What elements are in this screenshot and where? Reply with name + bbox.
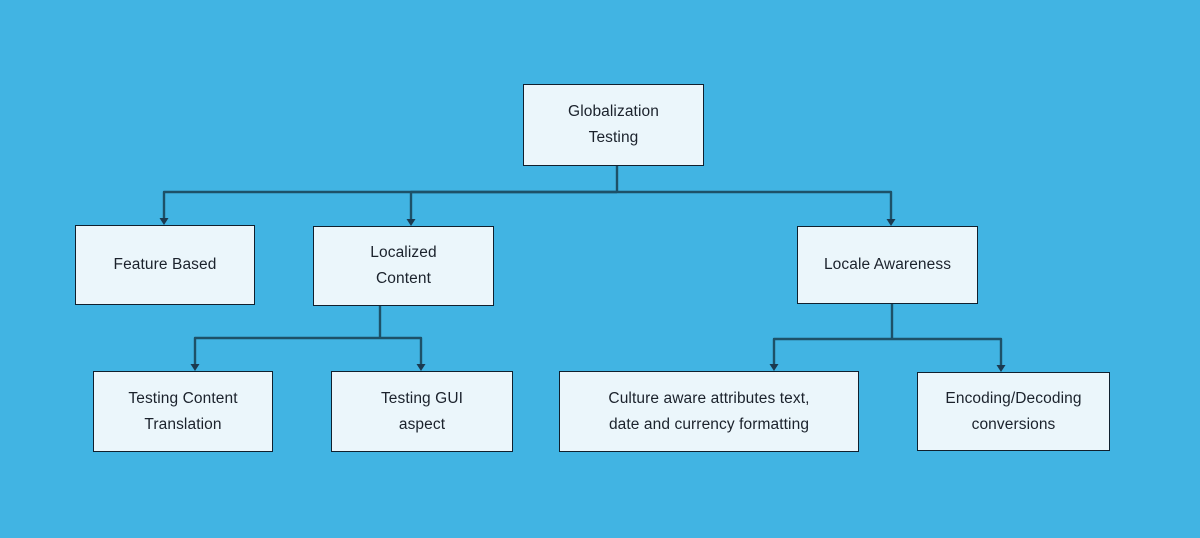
- arrowhead-icon: [159, 218, 169, 225]
- node-encoding-decoding-conversions: Encoding/Decoding conversions: [917, 372, 1110, 451]
- node-testing-gui-aspect: Testing GUI aspect: [331, 371, 513, 452]
- connector-line: [162, 190, 617, 219]
- node-label: Content: [376, 270, 431, 287]
- node-label: Testing GUI: [380, 389, 464, 407]
- arrowhead-icon: [406, 219, 416, 226]
- arrowhead-icon: [190, 364, 200, 371]
- node-feature-based: Feature Based: [75, 225, 255, 305]
- connector-line: [772, 337, 892, 365]
- arrowhead-icon: [886, 219, 896, 226]
- node-label: Localized: [370, 244, 437, 261]
- connector-line: [380, 336, 423, 365]
- connector-line: [193, 336, 380, 365]
- arrowhead-icon: [769, 364, 779, 371]
- node-label: Testing Content: [128, 389, 238, 407]
- node-locale-awareness: Locale Awareness: [797, 226, 978, 304]
- node-label: Testing: [588, 129, 639, 146]
- arrowhead-icon: [416, 364, 426, 371]
- connector-line: [892, 337, 1003, 366]
- connector-line: [409, 190, 617, 220]
- arrowhead-icon: [996, 365, 1006, 372]
- node-label: conversions: [971, 415, 1056, 433]
- node-label: Globalization: [568, 103, 659, 120]
- node-culture-aware-attributes: Culture aware attributes text, date and c…: [559, 371, 859, 452]
- node-label: Locale Awareness: [823, 256, 952, 273]
- node-label: Translation: [144, 415, 222, 433]
- node-label: Encoding/Decoding: [945, 389, 1082, 407]
- node-label: date and currency formatting: [608, 415, 810, 433]
- node-label: Culture aware attributes text,: [608, 389, 810, 407]
- node-label: Feature Based: [113, 256, 217, 273]
- node-label: aspect: [398, 415, 446, 433]
- connector-line: [617, 190, 893, 220]
